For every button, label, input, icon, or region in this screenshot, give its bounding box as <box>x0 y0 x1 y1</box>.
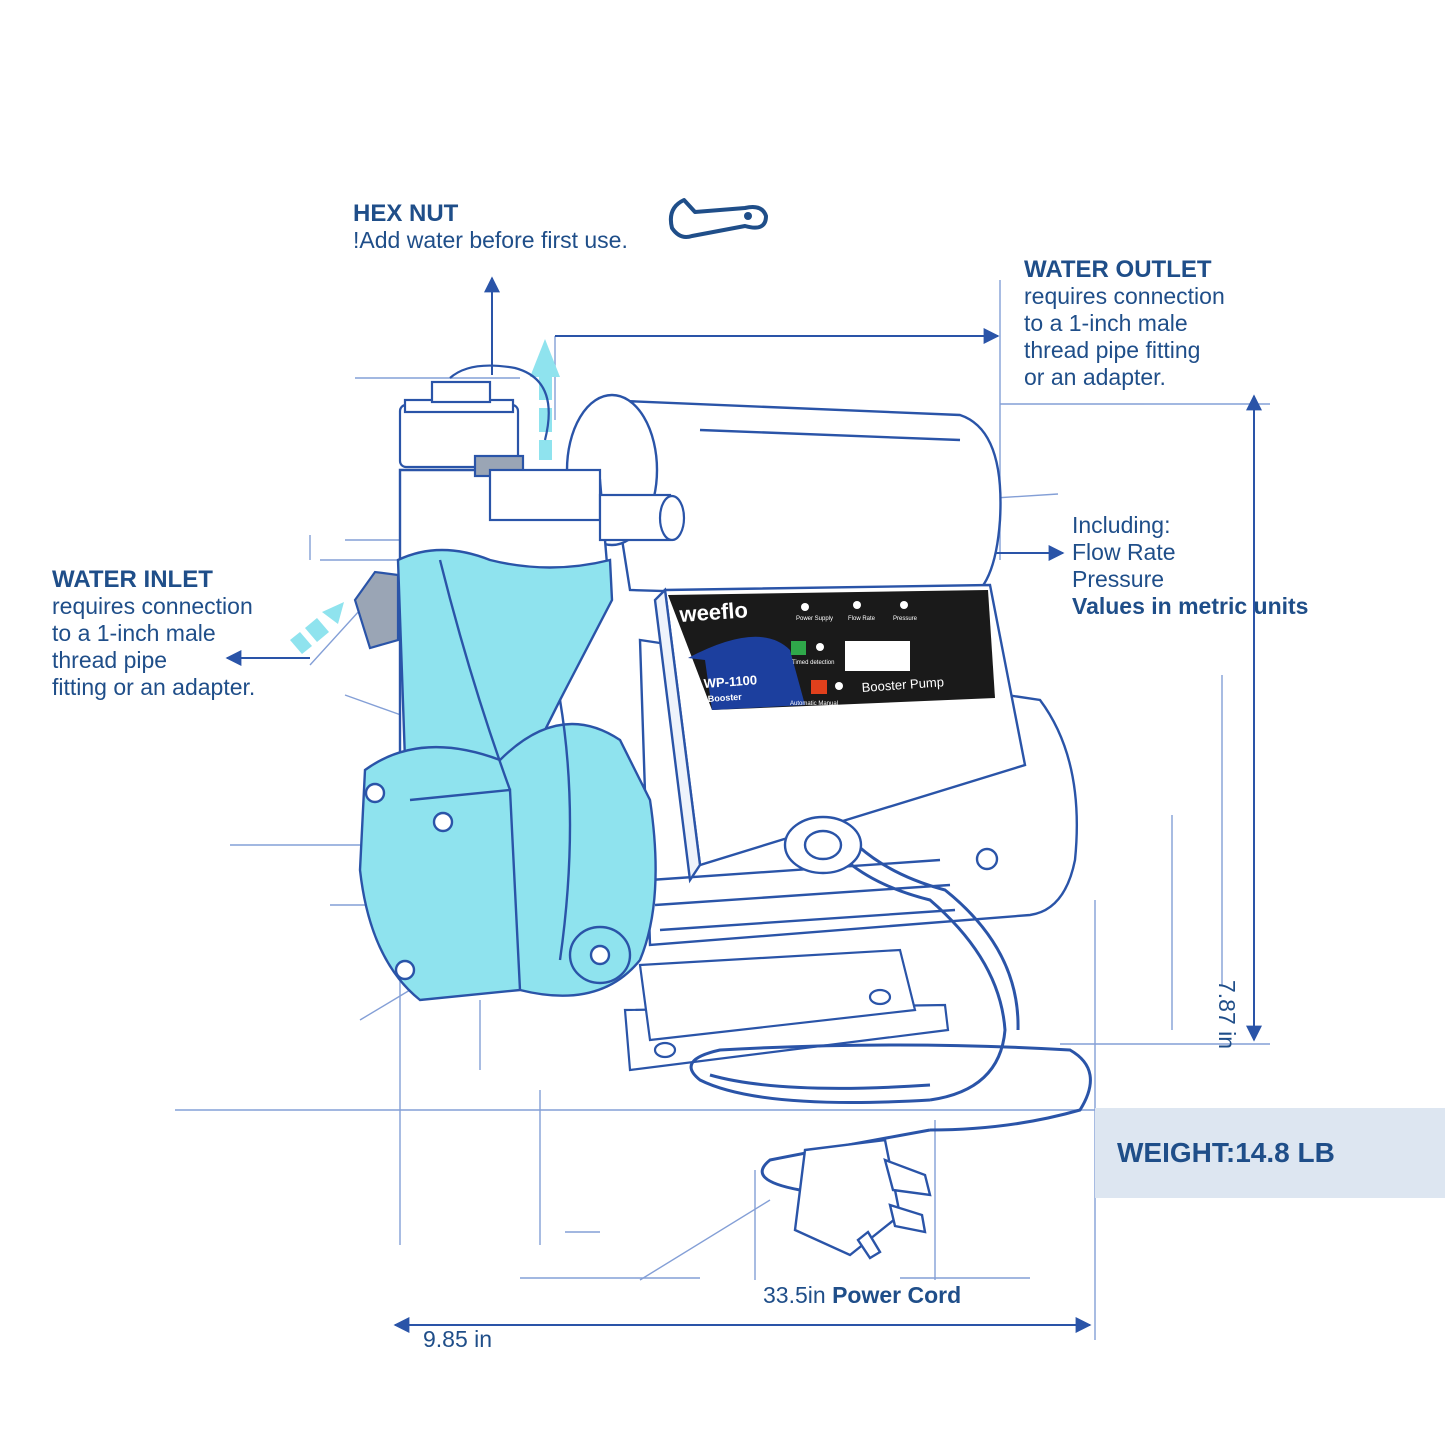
plug <box>793 1138 932 1260</box>
timed-detection-label: Timed detection <box>792 660 834 666</box>
water-outlet-line-3: thread pipe fitting <box>1024 337 1201 363</box>
flow-arrows <box>290 339 560 654</box>
power-cord <box>689 819 1092 1192</box>
water-inlet-label: WATER INLET requires connection to a 1-i… <box>52 566 255 701</box>
hex-nut-note: !Add water before first use. <box>353 227 628 253</box>
hex-nut-title: HEX NUT <box>353 200 459 227</box>
pump-base <box>623 948 950 1072</box>
display-line-3: Pressure <box>1072 566 1165 592</box>
cord-length: 33.5in <box>763 1282 826 1308</box>
indicator-pressure-label: Pressure <box>893 616 918 622</box>
wrench-icon <box>668 198 768 239</box>
display-line-1: Including: <box>1072 512 1171 538</box>
control-panel <box>668 590 995 710</box>
cord-strain-relief <box>783 815 863 875</box>
water-inlet-line-4: fitting or an adapter. <box>52 674 256 700</box>
weight-value: WEIGHT:14.8 LB <box>1117 1137 1335 1168</box>
panel-brand: weeflo <box>678 597 749 627</box>
pump-head <box>358 468 657 1002</box>
indicator-flow-label: Flow Rate <box>848 616 876 622</box>
height-dimension: 7.87 in <box>1214 980 1240 1050</box>
display-values-label: Including: Flow Rate Pressure Values in … <box>1072 512 1308 620</box>
priming-plug <box>398 364 550 478</box>
water-inlet-line-1: requires connection <box>52 593 253 619</box>
water-outlet-line-2: to a 1-inch male <box>1024 310 1188 336</box>
display-emphasis: Values in metric units <box>1072 593 1309 619</box>
panel-model-sub: Booster <box>707 692 742 704</box>
indicator-power-label: Power Supply <box>796 616 833 622</box>
water-inlet-title: WATER INLET <box>52 566 213 593</box>
mode-label: Automatic Manual <box>790 701 838 707</box>
water-outlet-line-4: or an adapter. <box>1024 364 1166 390</box>
water-outlet-title: WATER OUTLET <box>1024 256 1212 283</box>
hex-nut-label: HEX NUT !Add water before first use. <box>353 200 628 254</box>
outlet-fitting <box>488 468 686 542</box>
construction-lines <box>175 280 1270 1340</box>
inlet-fitting <box>353 570 400 650</box>
water-inlet-line-2: to a 1-inch male <box>52 620 216 646</box>
panel-title: Booster Pump <box>861 674 944 695</box>
display-line-2: Flow Rate <box>1072 539 1176 565</box>
panel-model: WP-1100 <box>703 672 757 691</box>
water-outlet-line-1: requires connection <box>1024 283 1225 309</box>
water-outlet-label: WATER OUTLET requires connection to a 1-… <box>1024 256 1225 391</box>
width-dimension: 9.85 in <box>423 1326 493 1352</box>
cord-label: Power Cord <box>832 1282 962 1308</box>
water-inlet-line-3: thread pipe <box>52 647 168 673</box>
weight-badge: WEIGHT:14.8 LB <box>1095 1108 1445 1198</box>
cord-dimension: 33.5in Power Cord <box>763 1282 961 1309</box>
